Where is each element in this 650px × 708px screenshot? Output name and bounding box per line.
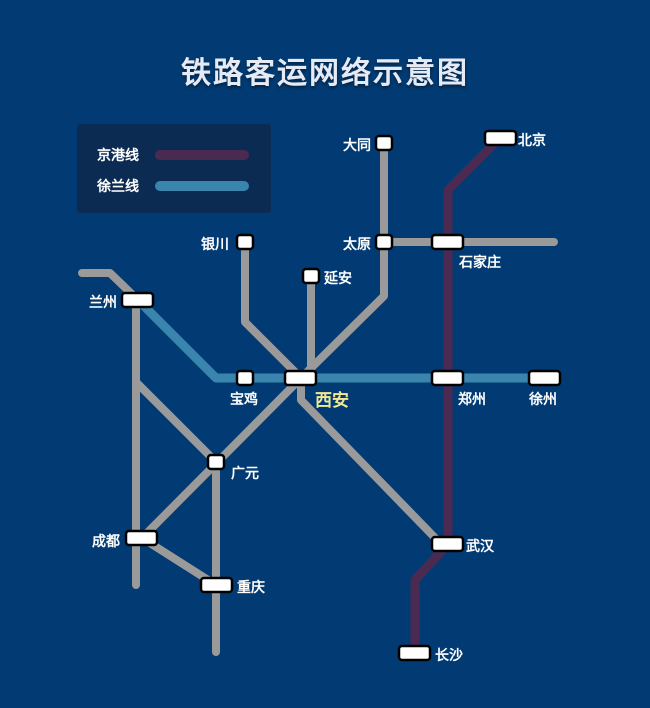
station-label-baoji: 宝鸡 bbox=[230, 392, 258, 408]
station-label-chongqing: 重庆 bbox=[237, 580, 265, 596]
legend-label: 徐兰线 bbox=[97, 179, 139, 195]
station-marker-datong bbox=[374, 134, 394, 152]
station-label-taiyuan: 太原 bbox=[343, 237, 371, 253]
rail-line-lanzhou-guangyuan bbox=[132, 378, 220, 466]
station-label-wuhan: 武汉 bbox=[466, 539, 494, 555]
station-marker-yinchuan bbox=[235, 233, 255, 251]
station-label-datong: 大同 bbox=[343, 138, 371, 154]
station-label-lanzhou: 兰州 bbox=[89, 295, 117, 311]
station-label-zhengzhou: 郑州 bbox=[458, 392, 486, 408]
station-marker-guangyuan bbox=[206, 453, 226, 471]
map-title: 铁路客运网络示意图 bbox=[181, 56, 469, 91]
station-label-beijing: 北京 bbox=[518, 133, 546, 149]
legend-swatch-jinggang bbox=[155, 150, 249, 160]
station-label-yanan: 延安 bbox=[324, 271, 352, 287]
station-marker-xian bbox=[283, 369, 318, 387]
station-marker-beijing bbox=[483, 129, 518, 147]
station-marker-taiyuan bbox=[374, 233, 394, 251]
station-marker-wuhan bbox=[430, 535, 465, 553]
station-marker-chengdu bbox=[124, 529, 159, 547]
station-marker-shijiazhuang bbox=[430, 233, 465, 251]
station-marker-yanan bbox=[301, 267, 321, 285]
legend-item-jinggang: 京港线 bbox=[97, 145, 249, 165]
station-label-chengdu: 成都 bbox=[92, 534, 120, 550]
station-label-xuzhou: 徐州 bbox=[529, 392, 557, 408]
station-label-guangyuan: 广元 bbox=[231, 466, 259, 482]
rail-line-lanzhou-west bbox=[78, 269, 142, 304]
legend-swatch-xulan bbox=[155, 181, 249, 191]
station-marker-lanzhou bbox=[120, 291, 155, 309]
legend-label: 京港线 bbox=[97, 148, 139, 164]
station-marker-zhengzhou bbox=[430, 369, 465, 387]
station-marker-xuzhou bbox=[527, 369, 562, 387]
station-label-changsha: 长沙 bbox=[435, 648, 463, 664]
rail-line-datong-taiyuan-xian bbox=[297, 139, 388, 382]
station-marker-baoji bbox=[235, 369, 255, 387]
legend-item-xulan: 徐兰线 bbox=[97, 176, 249, 196]
station-label-shijiazhuang: 石家庄 bbox=[459, 255, 501, 271]
rail-line-yinchuan-xian bbox=[241, 238, 305, 382]
station-label-xian: 西安 bbox=[315, 391, 349, 411]
legend: 京港线 徐兰线 bbox=[77, 124, 271, 213]
station-marker-chongqing bbox=[199, 576, 234, 594]
station-marker-changsha bbox=[397, 644, 432, 662]
station-label-yinchuan: 银川 bbox=[201, 237, 229, 253]
